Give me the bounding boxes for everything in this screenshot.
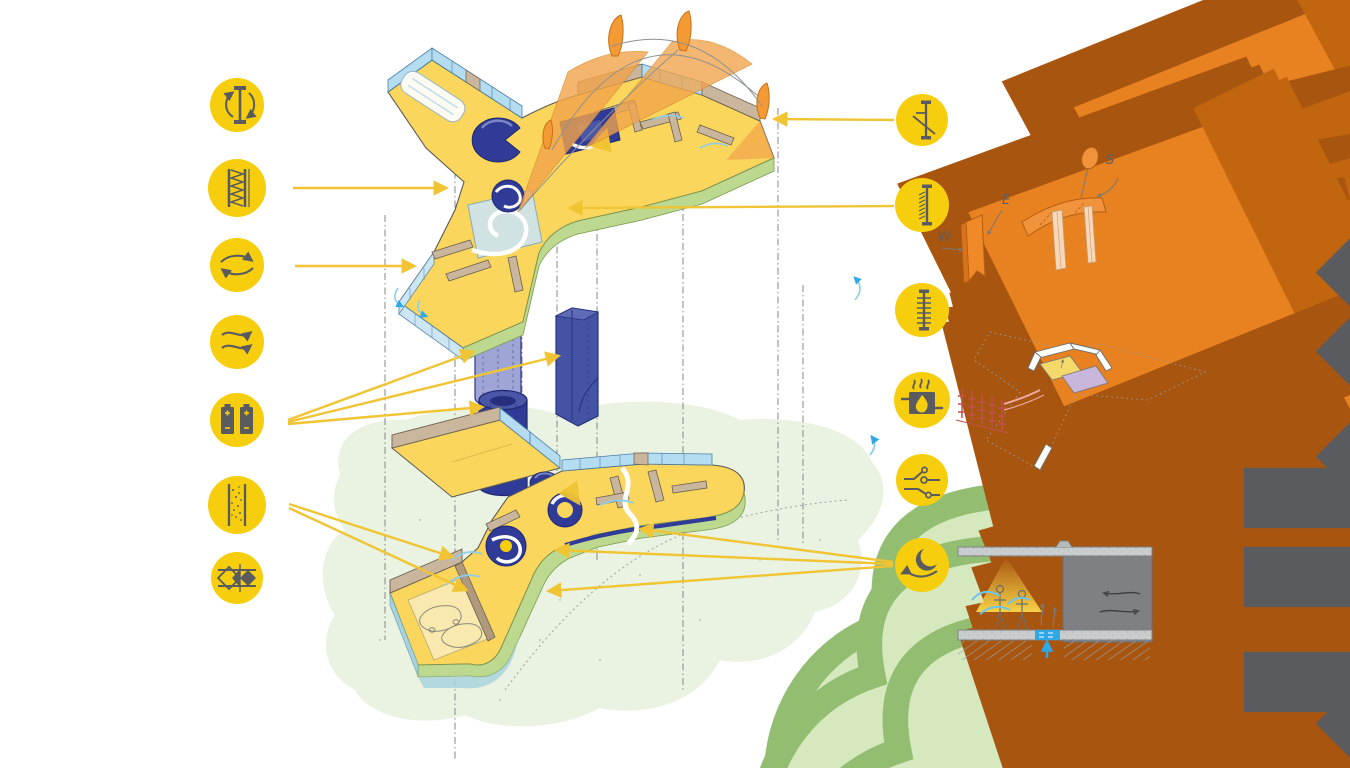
dashed-plan-outline: [973, 331, 1207, 471]
lower-navy-band: [564, 516, 717, 547]
lower-glazing-band: [561, 452, 713, 472]
water-store: [1035, 630, 1060, 640]
leader-battery-3: [287, 400, 486, 426]
leader-solar-facade: [566, 200, 895, 216]
sun-shading-angle-icon: [896, 94, 1350, 768]
people-sketch: [994, 584, 1028, 630]
insulation-icon: [208, 159, 266, 217]
night-cooling-icon: [895, 538, 949, 592]
biomass-boiler-icon: [894, 372, 950, 428]
leader-mass-wall-2: [288, 506, 469, 592]
solar-facade-icon: [895, 178, 1350, 768]
heat-recovery-damper-icon: [211, 552, 263, 604]
core-tower-right: [554, 307, 600, 427]
leader-sun-shading: [771, 111, 895, 127]
air-ribbon: [619, 466, 640, 546]
rising-air-squiggles: [1040, 602, 1058, 629]
upper-core-cring: [471, 117, 521, 163]
car-sketch: [419, 605, 483, 648]
leader-night-2: [553, 542, 894, 566]
leader-mass-wall-1: [288, 502, 455, 561]
lower-rect-slab: [390, 406, 562, 498]
lower-core-ring: [547, 480, 583, 528]
right-icon-column: [894, 94, 1350, 768]
lower-partitions: [485, 469, 708, 532]
label-east: E: [1002, 193, 1011, 208]
roof-cowl: [1055, 540, 1073, 548]
lower-fascia-teal: [418, 636, 520, 689]
ground-pipes: [955, 388, 1009, 434]
label-west: W: [938, 230, 952, 245]
lap-pool: [400, 70, 466, 123]
leader-battery-1: [287, 348, 476, 422]
pipe-connector: [1003, 389, 1041, 405]
wind-funnels: [517, 10, 774, 213]
funnel-sketch-arcs: [519, 38, 763, 211]
leader-night-1: [637, 522, 894, 564]
earth-hatch: [1064, 641, 1150, 660]
leader-lines: [287, 111, 895, 598]
left-icon-column: [208, 78, 266, 604]
lower-core-spiral: [485, 525, 527, 567]
upper-streamlines: [394, 114, 862, 319]
upper-atrium-pool: [467, 179, 543, 259]
heat-exchange-icon: [210, 238, 264, 292]
night-zone: [1062, 555, 1153, 643]
mini-core: [1027, 342, 1113, 471]
earth-hatch: [958, 641, 1032, 660]
upper-floor-plate: [387, 47, 862, 362]
inset-day-night-section: GF: [957, 540, 1153, 660]
cross-ventilation-icon: [210, 315, 264, 369]
leaf-cowl-sketch: [1081, 146, 1099, 170]
thermal-mass-wall-icon: [208, 476, 266, 534]
stack-ventilation-icon: [210, 78, 264, 132]
inset-fin-orientation-sketch: W E S: [938, 146, 1119, 284]
cool-air-swirls: [971, 590, 1031, 615]
battery-storage-icon: [210, 393, 264, 447]
label-south: S: [1106, 153, 1114, 168]
smart-controls-icon: [896, 454, 948, 506]
inset-ground-loop-plan: [955, 331, 1207, 471]
leader-night-3: [545, 564, 894, 598]
leader-battery-2: [287, 351, 562, 424]
solar-gain-wall-icon: [895, 283, 1350, 768]
